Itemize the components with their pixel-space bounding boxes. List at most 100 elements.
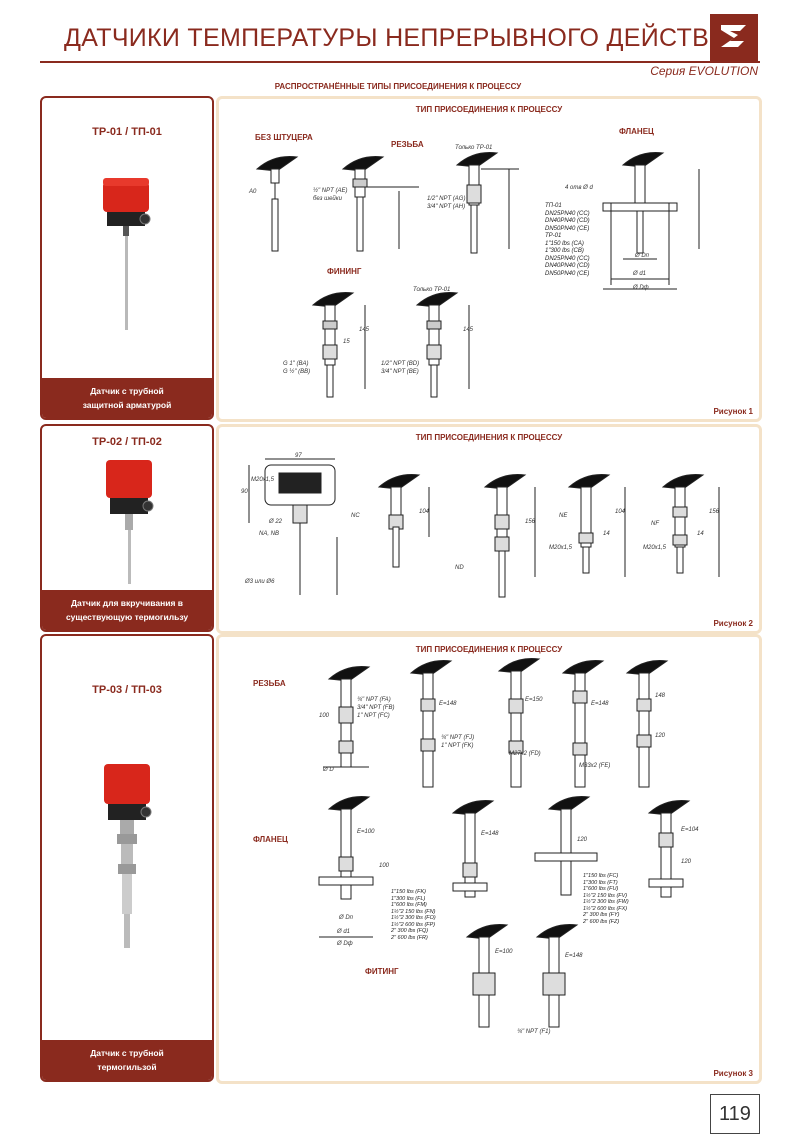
flange-item: DN50PN40 (CE) xyxy=(545,270,590,277)
note-no-neck: без шейки xyxy=(313,196,342,202)
model-label: TP-01 / ТП-01 xyxy=(92,126,162,138)
flange-item: 1½"2 300 lbs (FO) xyxy=(391,915,436,921)
connection-panel-fig2: ТИП ПРИСОЕДИНЕНИЯ К ПРОЦЕССУ xyxy=(216,424,762,634)
flange-item: 2" 600 lbs (FR) xyxy=(391,934,428,941)
note-m20: M20x1,5 xyxy=(251,477,275,483)
label-thread: РЕЗЬБА xyxy=(253,679,286,688)
caption-line2: термогильзой xyxy=(97,1062,157,1072)
caption-line2: существующую термогильзу xyxy=(65,612,189,622)
note-dim-120a: 120 xyxy=(655,733,666,739)
brand-logo xyxy=(710,14,758,62)
flange-item: DN40PN40 (CD) xyxy=(545,218,590,224)
label-fitting: ФИТИНГ xyxy=(365,967,399,976)
note-dim-100: 100 xyxy=(319,713,330,719)
flange-item: 1½"2 150 lbs (FN) xyxy=(391,908,436,915)
page-number: 119 xyxy=(710,1094,760,1134)
label-flange: ФЛАНЕЦ xyxy=(253,835,288,844)
note-d-d: Ø D xyxy=(323,767,334,773)
product-caption: Датчик для вкручивания в существующую те… xyxy=(42,590,212,630)
note-npt-fk: 1" NPT (FK) xyxy=(441,743,474,749)
flange-item: 2" 600 lbs (FZ) xyxy=(583,918,620,925)
note-m27: M27x2 (FD) xyxy=(509,751,541,757)
note-dim-145b: 145 xyxy=(463,327,474,333)
note-dim-14b: 14 xyxy=(697,531,704,537)
flange-item: ТР-01 xyxy=(545,233,562,239)
note-dim-15: 15 xyxy=(343,339,350,345)
caption-line2: защитной арматурой xyxy=(82,400,172,410)
connection-panel-fig3: ТИП ПРИСОЕДИНЕНИЯ К ПРОЦЕССУ РЕЗЬБА ФЛАН… xyxy=(216,634,762,1084)
model-label: TP-03 / ТП-03 xyxy=(92,684,162,696)
note-nd: ND xyxy=(455,565,464,571)
note-d-df: Ø Dф xyxy=(633,285,649,291)
note-d-d1: Ø d1 xyxy=(633,271,647,277)
note-npt-fj: ¾" NPT (FJ) xyxy=(441,735,475,741)
note-npt-be: 3/4" NPT (BE) xyxy=(381,369,419,375)
figure-label: Рисунок 1 xyxy=(713,407,753,416)
caption-line1: Датчик для вкручивания в xyxy=(70,598,184,608)
flange-item: DN50PN40 (CE) xyxy=(545,225,590,232)
product-card-tp01: TP-01 / ТП-01 Датчик с трубной защитной … xyxy=(40,96,214,420)
flange-list-b: 1"150 lbs (FC) 1"300 lbs (FT) 1"600 lbs … xyxy=(583,873,629,925)
sensor-photo-tp01 xyxy=(103,178,151,330)
note-dim-14a: 14 xyxy=(603,531,610,537)
note-na-nb: NA, NB xyxy=(259,531,280,537)
note-only-tp01-a: Только TP-01 xyxy=(455,145,493,151)
note-npt-fb: 3/4" NPT (FB) xyxy=(357,705,395,711)
flange-item: 1"600 lbs (FU) xyxy=(583,886,619,892)
note-npt-fa: ¾" NPT (FA) xyxy=(357,697,391,703)
note-only-tp01-b: Только TP-01 xyxy=(413,287,451,293)
flange-item: 1"300 lbs (FL) xyxy=(391,895,426,902)
flange-item: 2" 300 lbs (FQ) xyxy=(391,928,429,934)
flange-item: 1½"2 600 lbs (FX) xyxy=(583,905,628,912)
product-caption: Датчик с трубной термогильзой xyxy=(42,1040,212,1080)
note-d-df: Ø Dф xyxy=(337,941,353,947)
note-dim-104b: 104 xyxy=(615,509,626,515)
note-npt-ah: 3/4" NPT (AH) xyxy=(427,204,466,210)
label-fitting: ФИНИНГ xyxy=(327,267,362,276)
drawing-fig3 xyxy=(318,658,691,1028)
note-npt-f1: ¾" NPT (F1) xyxy=(517,1029,551,1035)
model-label: TP-02 / ТП-02 xyxy=(92,436,162,448)
caption-line1: Датчик с трубной xyxy=(90,1048,164,1058)
note-m33: M33x2 (FE) xyxy=(579,763,611,769)
note-dim-97: 97 xyxy=(295,453,302,459)
note-g12-bb: G ½" (BB) xyxy=(283,369,311,375)
note-nc: NC xyxy=(351,513,360,519)
panel-heading: ТИП ПРИСОЕДИНЕНИЯ К ПРОЦЕССУ xyxy=(415,105,563,114)
note-a0: A0 xyxy=(249,189,257,195)
logo-e-icon xyxy=(710,14,758,62)
note-dim-120b: 120 xyxy=(577,837,588,843)
note-dim-156b: 156 xyxy=(709,509,720,515)
flange-item: 1"300 lbs (CB) xyxy=(545,248,584,254)
note-dim-148: 148 xyxy=(655,693,666,699)
common-heading: РАСПРОСТРАНЁННЫЕ ТИПЫ ПРИСОЕДИНЕНИЯ К ПР… xyxy=(274,82,522,91)
note-g1-ba: G 1" (BA) xyxy=(283,361,309,367)
note-dim-100b: 100 xyxy=(379,863,390,869)
figure-label: Рисунок 3 xyxy=(713,1069,753,1078)
note-npt-ae: ½" NPT (AE) xyxy=(313,188,348,194)
flange-item: DN25PN40 (CC) xyxy=(545,210,590,217)
flange-item: 1"300 lbs (FT) xyxy=(583,879,618,886)
note-dim-90: 90 xyxy=(241,489,248,495)
note-npt-fc: 1" NPT (FC) xyxy=(357,713,390,719)
flange-list-a: 1"150 lbs (FK) 1"300 lbs (FL) 1"600 lbs … xyxy=(391,889,436,941)
sensor-photo-tp02 xyxy=(106,460,154,584)
note-e100b: E=100 xyxy=(495,949,513,955)
note-d22: Ø 22 xyxy=(269,519,283,525)
flange-item: 1"150 lbs (FC) xyxy=(583,873,619,879)
panel-heading: ТИП ПРИСОЕДИНЕНИЯ К ПРОЦЕССУ xyxy=(415,645,563,654)
product-card-tp03: TP-03 / ТП-03 Датчик с трубной термогиль… xyxy=(40,634,214,1082)
label-thread: РЕЗЬБА xyxy=(391,140,424,149)
note-e100a: E=100 xyxy=(357,829,375,835)
flange-item: 1½"2 150 lbs (FV) xyxy=(583,892,628,899)
drawing-fig2 xyxy=(248,458,720,598)
flange-list: ТП-01 DN25PN40 (CC) DN40PN40 (CD) DN50PN… xyxy=(545,203,590,278)
note-dim-145a: 145 xyxy=(359,327,370,333)
note-e104: E=104 xyxy=(681,827,699,833)
note-holes: 4 отв Ø d xyxy=(565,185,593,191)
note-e148c: E=148 xyxy=(481,831,499,837)
label-flange: ФЛАНЕЦ xyxy=(619,127,654,136)
note-dim-104a: 104 xyxy=(419,509,430,515)
note-d-d1: Ø d1 xyxy=(337,929,351,935)
note-m20b: M20x1,5 xyxy=(549,545,573,551)
